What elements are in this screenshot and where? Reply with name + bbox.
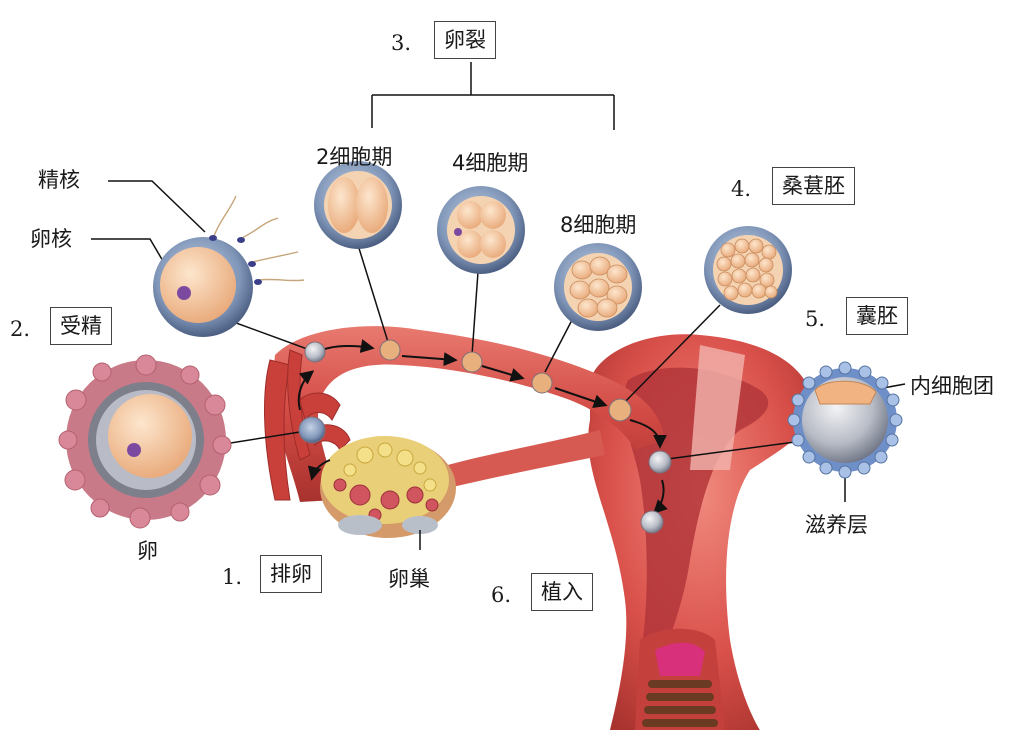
eight-cell-stage-label: 8细胞期 — [560, 212, 636, 238]
egg-nucleus-label: 卵核 — [30, 226, 72, 252]
two-cell-embryo — [314, 161, 402, 249]
four-cell-stage-label: 4细胞期 — [452, 150, 528, 176]
ovulation-step-number: 1. — [222, 564, 242, 590]
two-cell-stage-label: 2细胞期 — [316, 144, 392, 170]
zygote-illustration — [153, 196, 304, 337]
four-cell-embryo — [437, 186, 525, 274]
ovary-label: 卵巢 — [388, 566, 430, 592]
ovulation-step-box: 排卵 — [260, 555, 322, 593]
egg-illustration — [59, 355, 231, 528]
fertilization-step-box: 受精 — [50, 307, 112, 345]
sperm-nucleus-label: 精核 — [38, 167, 80, 193]
morula-step-box: 桑葚胚 — [772, 167, 855, 205]
egg-label: 卵 — [137, 538, 158, 564]
blastocyst-step-number: 5. — [805, 306, 825, 332]
implantation-step-box: 植入 — [531, 573, 593, 611]
trophoblast-label: 滋养层 — [805, 512, 868, 538]
implantation-step-number: 6. — [491, 582, 511, 608]
morula-embryo — [704, 226, 792, 314]
eight-cell-embryo — [554, 243, 642, 331]
inner-cell-mass-label: 内细胞团 — [910, 373, 994, 399]
blastocyst-step-box: 囊胚 — [846, 297, 908, 335]
blastocyst-illustration — [788, 362, 902, 478]
morula-step-number: 4. — [731, 176, 751, 202]
cleavage-step-box: 卵裂 — [434, 21, 496, 59]
cleavage-step-number: 3. — [391, 30, 411, 56]
ovary — [320, 436, 456, 538]
fertilization-step-number: 2. — [10, 316, 30, 342]
